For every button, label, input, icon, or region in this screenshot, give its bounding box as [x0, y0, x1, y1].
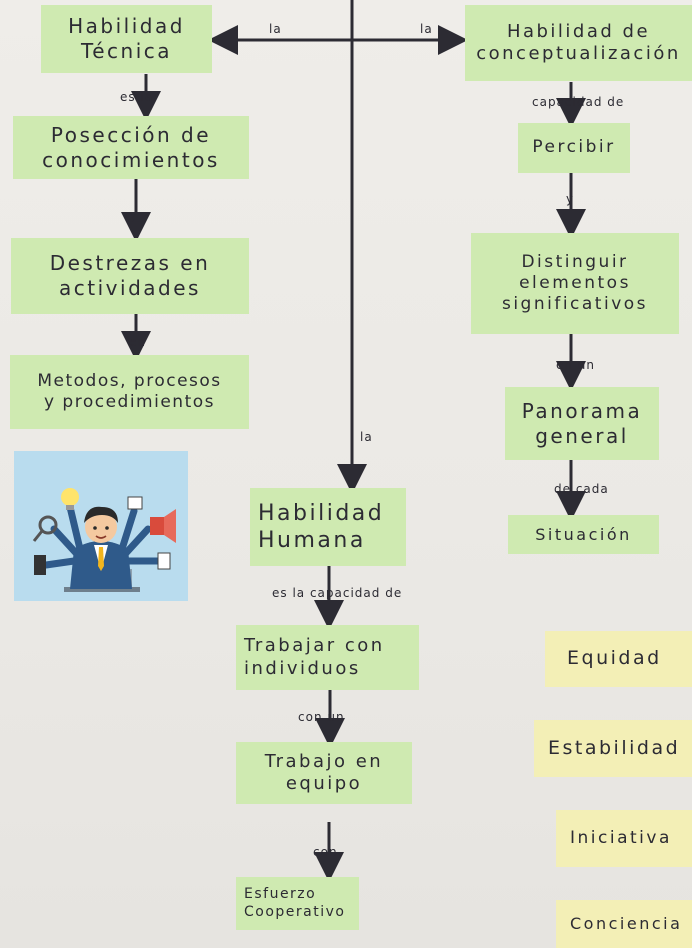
node-iniciativa: Iniciativa [556, 810, 692, 867]
label-la-left: la [269, 22, 282, 36]
label-la-right: la [420, 22, 433, 36]
hair [84, 506, 118, 523]
node-posecion-conocimientos: Posección de conocimientos [13, 116, 249, 179]
label-es-la-capacidad-de: es la capacidad de [272, 586, 403, 600]
megaphone-icon [150, 517, 164, 535]
businessman-illustration [14, 451, 188, 601]
node-habilidad-conceptualizacion: Habilidad de conceptualización [465, 5, 692, 81]
label-la-center: la [360, 430, 373, 444]
node-conciencia: Conciencia [556, 900, 692, 948]
lightbulb-icon [61, 488, 79, 506]
face [85, 511, 117, 543]
node-percibir: Percibir [518, 123, 630, 173]
label-con-un: con un [298, 710, 345, 724]
node-habilidad-humana: Habilidad Humana [250, 488, 406, 566]
magnifier-icon [38, 515, 58, 535]
node-metodos-procesos: Metodos, procesos y procedimientos [10, 355, 249, 429]
label-y-left: y [130, 208, 139, 222]
phone-icon [127, 496, 143, 510]
node-equidad: Equidad [545, 631, 692, 687]
label-con: con [313, 845, 338, 859]
node-habilidad-tecnica: Habilidad Técnica [41, 5, 212, 73]
tie [98, 547, 104, 571]
node-trabajo-equipo: Trabajo en equipo [236, 742, 412, 804]
label-es-la: es la [120, 90, 154, 104]
node-estabilidad: Estabilidad [534, 720, 692, 777]
node-destrezas-actividades: Destrezas en actividades [11, 238, 249, 314]
label-capacidad-de: capacidad de [532, 95, 625, 109]
paper-icon [157, 552, 171, 570]
label-y-right: y [566, 192, 575, 206]
node-panorama-general: Panorama general [505, 387, 659, 460]
node-distinguir: Distinguir elementos significativos [471, 233, 679, 334]
label-en-left: en [129, 335, 146, 349]
node-situacion: Situación [508, 515, 659, 554]
label-de-cada: de cada [554, 482, 609, 496]
tablet-icon [34, 555, 46, 575]
node-trabajar-individuos: Trabajar con individuos [236, 625, 419, 690]
label-en-un: en un [556, 358, 596, 372]
node-esfuerzo-cooperativo: Esfuerzo Cooperativo [236, 877, 359, 930]
